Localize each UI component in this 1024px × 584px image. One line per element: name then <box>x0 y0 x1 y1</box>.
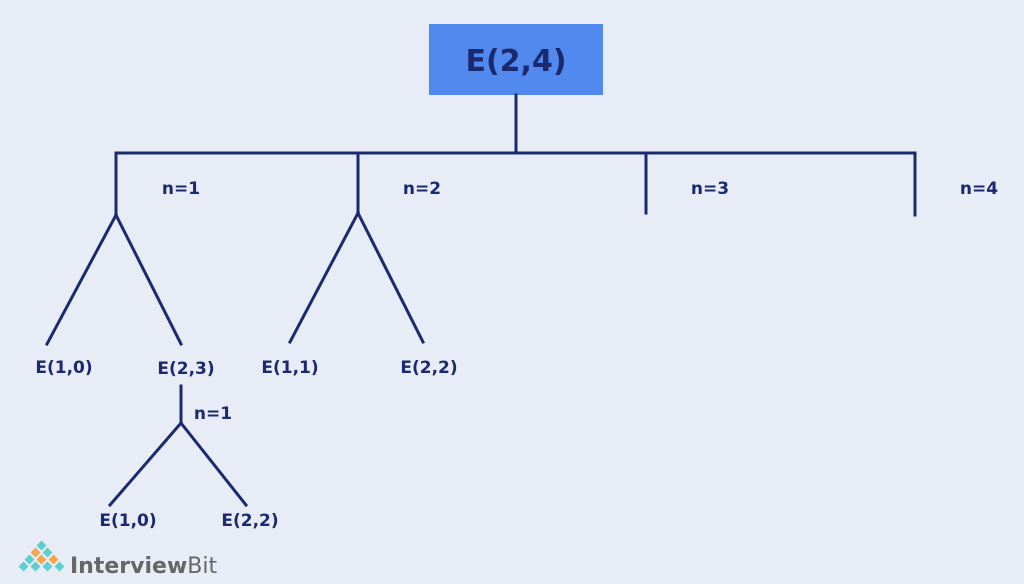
tree-edges <box>44 93 917 508</box>
logo-text: InterviewBit <box>70 554 217 579</box>
branch-label-n1: n=1 <box>162 179 200 199</box>
node-e-1-1: E(1,1) <box>261 358 318 378</box>
root-node-box <box>429 24 603 95</box>
sub-node-e-1-0: E(1,0) <box>99 511 156 531</box>
interviewbit-logo: InterviewBit <box>18 540 217 579</box>
node-e-2-2: E(2,2) <box>400 358 457 378</box>
root-node-label: E(2,4) <box>465 44 566 79</box>
node-e-2-3: E(2,3) <box>157 359 214 379</box>
branch-label-n2: n=2 <box>403 179 441 199</box>
branch-label-n4: n=4 <box>960 179 998 199</box>
sub-node-e-2-2: E(2,2) <box>221 511 278 531</box>
logo-diamonds-icon <box>18 540 65 572</box>
sub-branch-label-n1: n=1 <box>194 404 232 424</box>
node-e-1-0: E(1,0) <box>35 358 92 378</box>
branch-label-n3: n=3 <box>691 179 729 199</box>
